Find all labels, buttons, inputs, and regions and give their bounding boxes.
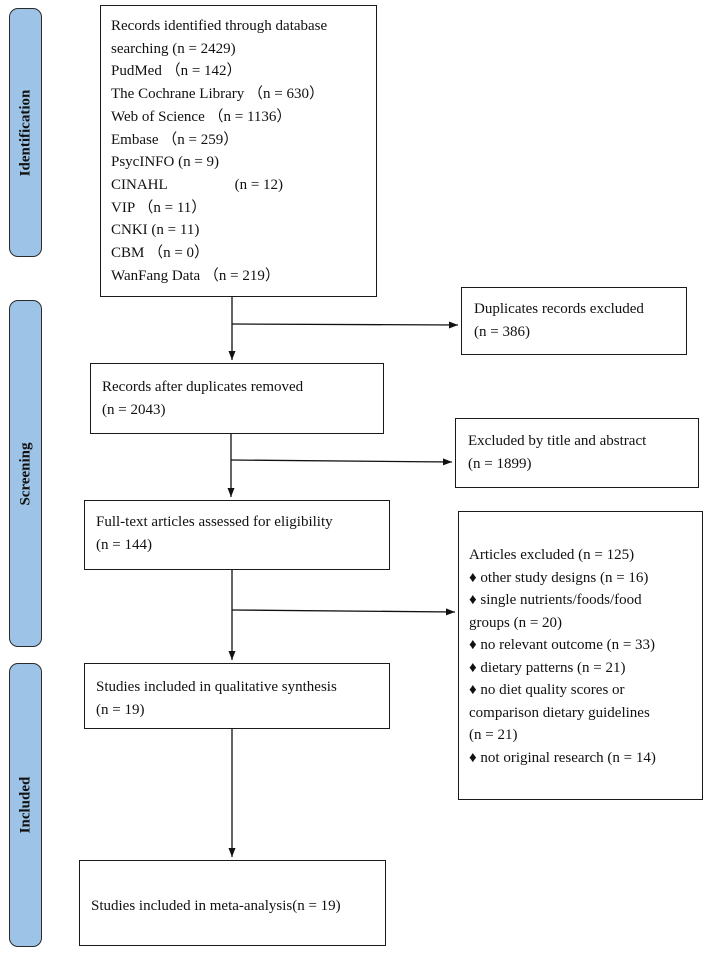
box-line: VIP （n = 11） xyxy=(111,199,207,216)
box-line: Full-text articles assessed for eligibil… xyxy=(96,514,333,530)
box-line: Web of Science （n = 1136） xyxy=(111,108,292,125)
box-line: Records after duplicates removed xyxy=(102,379,304,395)
box-line: comparison dietary guidelines xyxy=(469,704,650,721)
title-abstract-excluded-box: Excluded by title and abstract (n = 1899… xyxy=(455,418,699,488)
box-line: PudMed （n = 142） xyxy=(111,63,242,80)
box-line: ♦ not original research (n = 14) xyxy=(469,749,656,766)
records-identified-box: Records identified through database sear… xyxy=(100,5,377,297)
arrow-to-articles-excluded xyxy=(231,608,456,616)
box-line: ♦ single nutrients/foods/food xyxy=(469,592,642,608)
phase-screening: Screening xyxy=(9,300,42,647)
box-line: (n = 2043) xyxy=(102,401,166,418)
box-line: WanFang Data （n = 219） xyxy=(111,267,280,284)
meta-analysis-box: Studies included in meta-analysis(n = 19… xyxy=(79,860,386,946)
arrow-to-title-abstract-excluded xyxy=(230,458,453,466)
box-line: groups (n = 20) xyxy=(469,614,563,631)
box-line: ♦ no relevant outcome (n = 33) xyxy=(469,637,656,653)
box-line: PsycINFO (n = 9) xyxy=(111,154,220,171)
phase-included: Included xyxy=(9,663,42,947)
box-line: (n = 19) xyxy=(96,701,145,718)
box-line: ♦ dietary patterns (n = 21) xyxy=(469,659,626,676)
box-line: (n = 21) xyxy=(469,727,518,743)
box-line: Duplicates records excluded xyxy=(474,301,644,317)
box-line: Studies included in meta-analysis(n = 19… xyxy=(91,898,341,914)
duplicates-excluded-box: Duplicates records excluded (n = 386) xyxy=(461,287,687,355)
box-line: CNKI (n = 11) xyxy=(111,222,200,239)
box-line: ♦ other study designs (n = 16) xyxy=(469,569,649,586)
box-line: Excluded by title and abstract xyxy=(468,433,647,449)
after-duplicates-box: Records after duplicates removed (n = 20… xyxy=(90,363,384,434)
qualitative-synthesis-box: Studies included in qualitative synthesi… xyxy=(84,663,390,729)
box-line: (n = 1899) xyxy=(468,455,532,472)
box-line: Embase （n = 259） xyxy=(111,131,239,148)
box-line: Studies included in qualitative synthesi… xyxy=(96,679,337,695)
box-line: Records identified through database xyxy=(111,18,328,34)
arrow-to-duplicates-excluded xyxy=(231,321,459,329)
box-line: ♦ no diet quality scores or xyxy=(469,682,625,698)
articles-excluded-box: Articles excluded (n = 125) ♦ other stud… xyxy=(458,511,703,800)
box-line: searching (n = 2429) xyxy=(111,40,236,57)
box-line: (n = 144) xyxy=(96,536,152,553)
box-line: Articles excluded (n = 125) xyxy=(469,547,635,563)
fulltext-assessed-box: Full-text articles assessed for eligibil… xyxy=(84,500,390,570)
box-line: CBM （n = 0） xyxy=(111,245,210,262)
box-line: (n = 386) xyxy=(474,323,530,340)
box-line: CINAHL (n = 12) xyxy=(111,176,284,193)
box-line: The Cochrane Library （n = 630） xyxy=(111,86,324,103)
phase-identification: Identification xyxy=(9,8,42,257)
